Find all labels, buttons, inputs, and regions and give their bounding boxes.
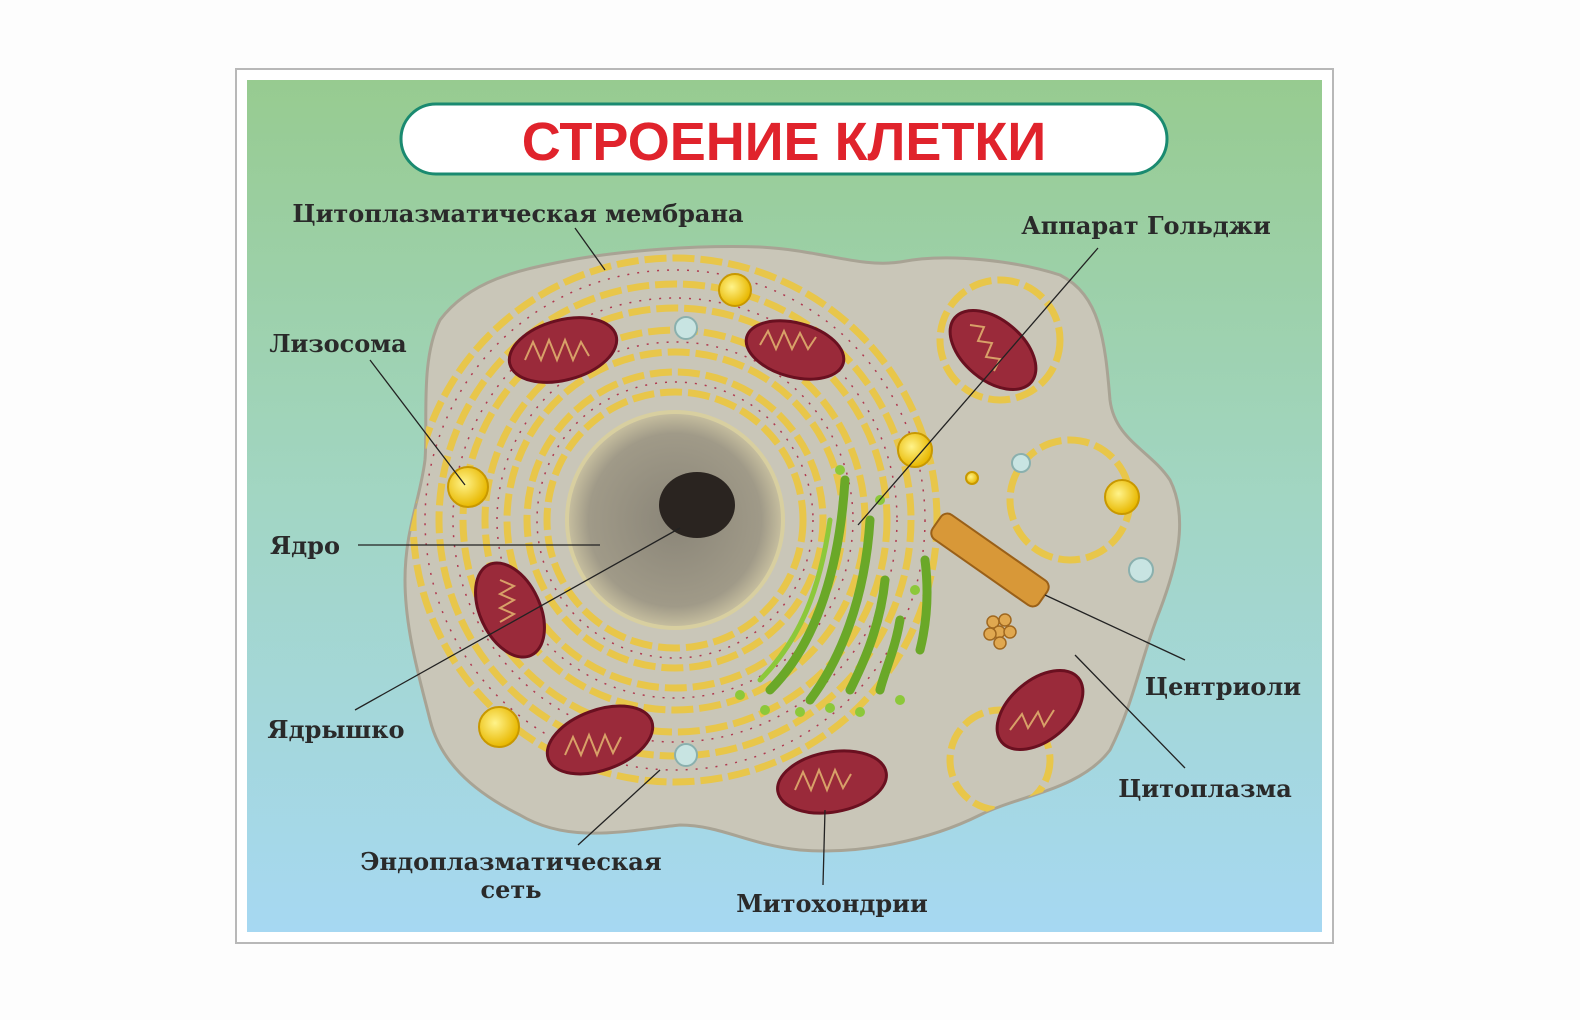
poster-title: СТРОЕНИЕ КЛЕТКИ (522, 112, 1046, 172)
vacuoles (674, 316, 1154, 767)
cell-illustration (403, 245, 1182, 853)
label-golgi: Аппарат Гольджи (1021, 211, 1271, 240)
label-centrioles: Центриоли (1145, 672, 1301, 701)
label-nucleus: Ядро (270, 531, 340, 560)
centrioles (930, 512, 1050, 650)
label-cytoplasm: Цитоплазма (1118, 774, 1292, 803)
label-mitochondria: Митохондрии (736, 889, 928, 918)
label-nucleolus: Ядрышко (267, 715, 404, 744)
golgi-vesicles (735, 465, 920, 717)
nucleolus (659, 472, 735, 538)
mitochondria (474, 308, 1085, 815)
leader-lines (354, 227, 1186, 886)
title-banner: СТРОЕНИЕ КЛЕТКИ (399, 102, 1169, 176)
golgi-apparatus (757, 475, 932, 705)
label-membrane: Цитоплазматическая мембрана (292, 199, 743, 228)
mitochondria-cristae (497, 324, 1055, 793)
lysosomes (447, 273, 1140, 748)
label-lysosome: Лизосома (269, 329, 406, 358)
label-er-line2: сеть (480, 875, 541, 904)
label-er-line1: Эндоплазматическая (360, 847, 661, 876)
